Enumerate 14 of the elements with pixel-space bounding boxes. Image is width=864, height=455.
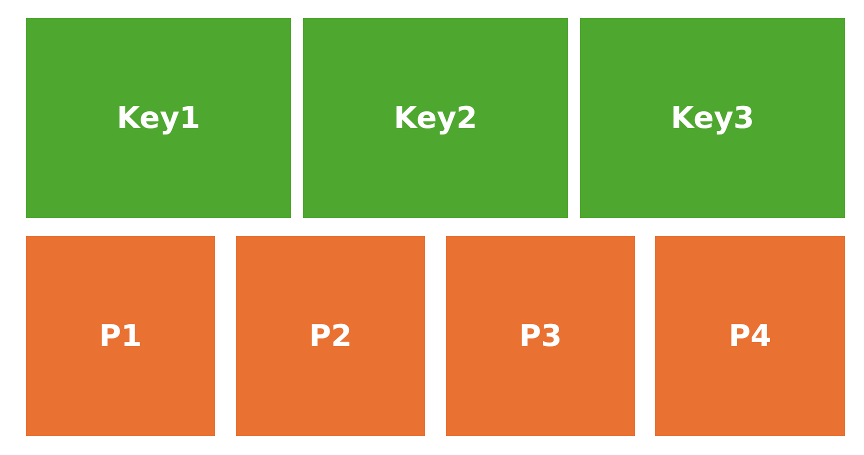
block-label: P2 [309,318,352,354]
partition-block [236,236,425,436]
key-block [303,18,568,218]
block-label: Key2 [394,100,478,136]
partition-block [26,236,215,436]
block-label: Key3 [670,100,754,136]
partition-block [655,236,845,436]
partition-block [446,236,635,436]
block-label: P4 [728,318,772,354]
block-label: P1 [99,318,142,354]
key-block [26,18,291,218]
block-label: Key1 [116,100,200,136]
key-block [580,18,845,218]
block-label: P3 [519,318,562,354]
